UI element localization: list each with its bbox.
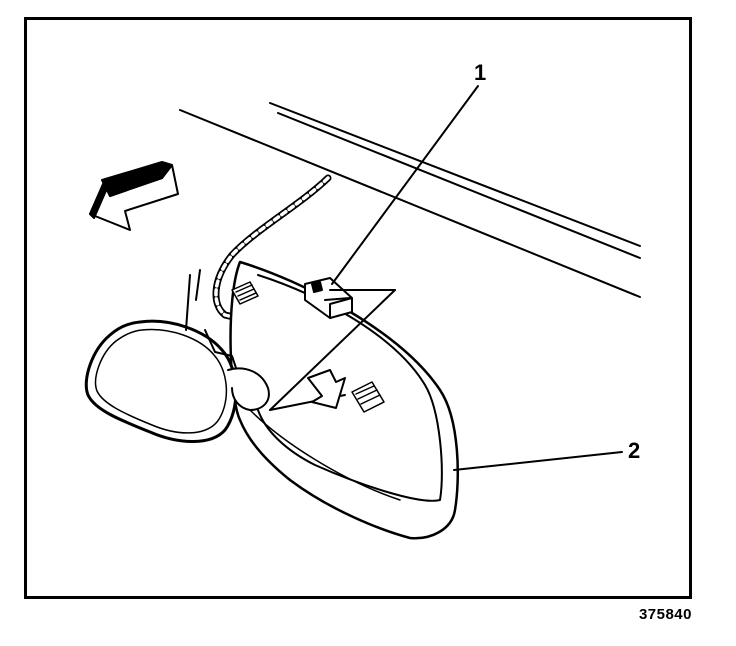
diagram-frame [24, 17, 692, 599]
leader-lines [331, 85, 623, 471]
removal-arrow-icon [269, 289, 396, 411]
windshield-lines [179, 102, 641, 298]
mirror-glass [84, 319, 238, 443]
callout-1-label: 1 [474, 60, 487, 85]
mirror-stem [185, 269, 270, 411]
mirror-housing [229, 260, 460, 540]
electrical-connector [304, 277, 353, 319]
callout-2-label: 2 [628, 438, 641, 463]
figure-number: 375840 [638, 606, 692, 623]
direction-arrow-icon [89, 161, 179, 231]
mirror-mount-pads [231, 281, 385, 413]
